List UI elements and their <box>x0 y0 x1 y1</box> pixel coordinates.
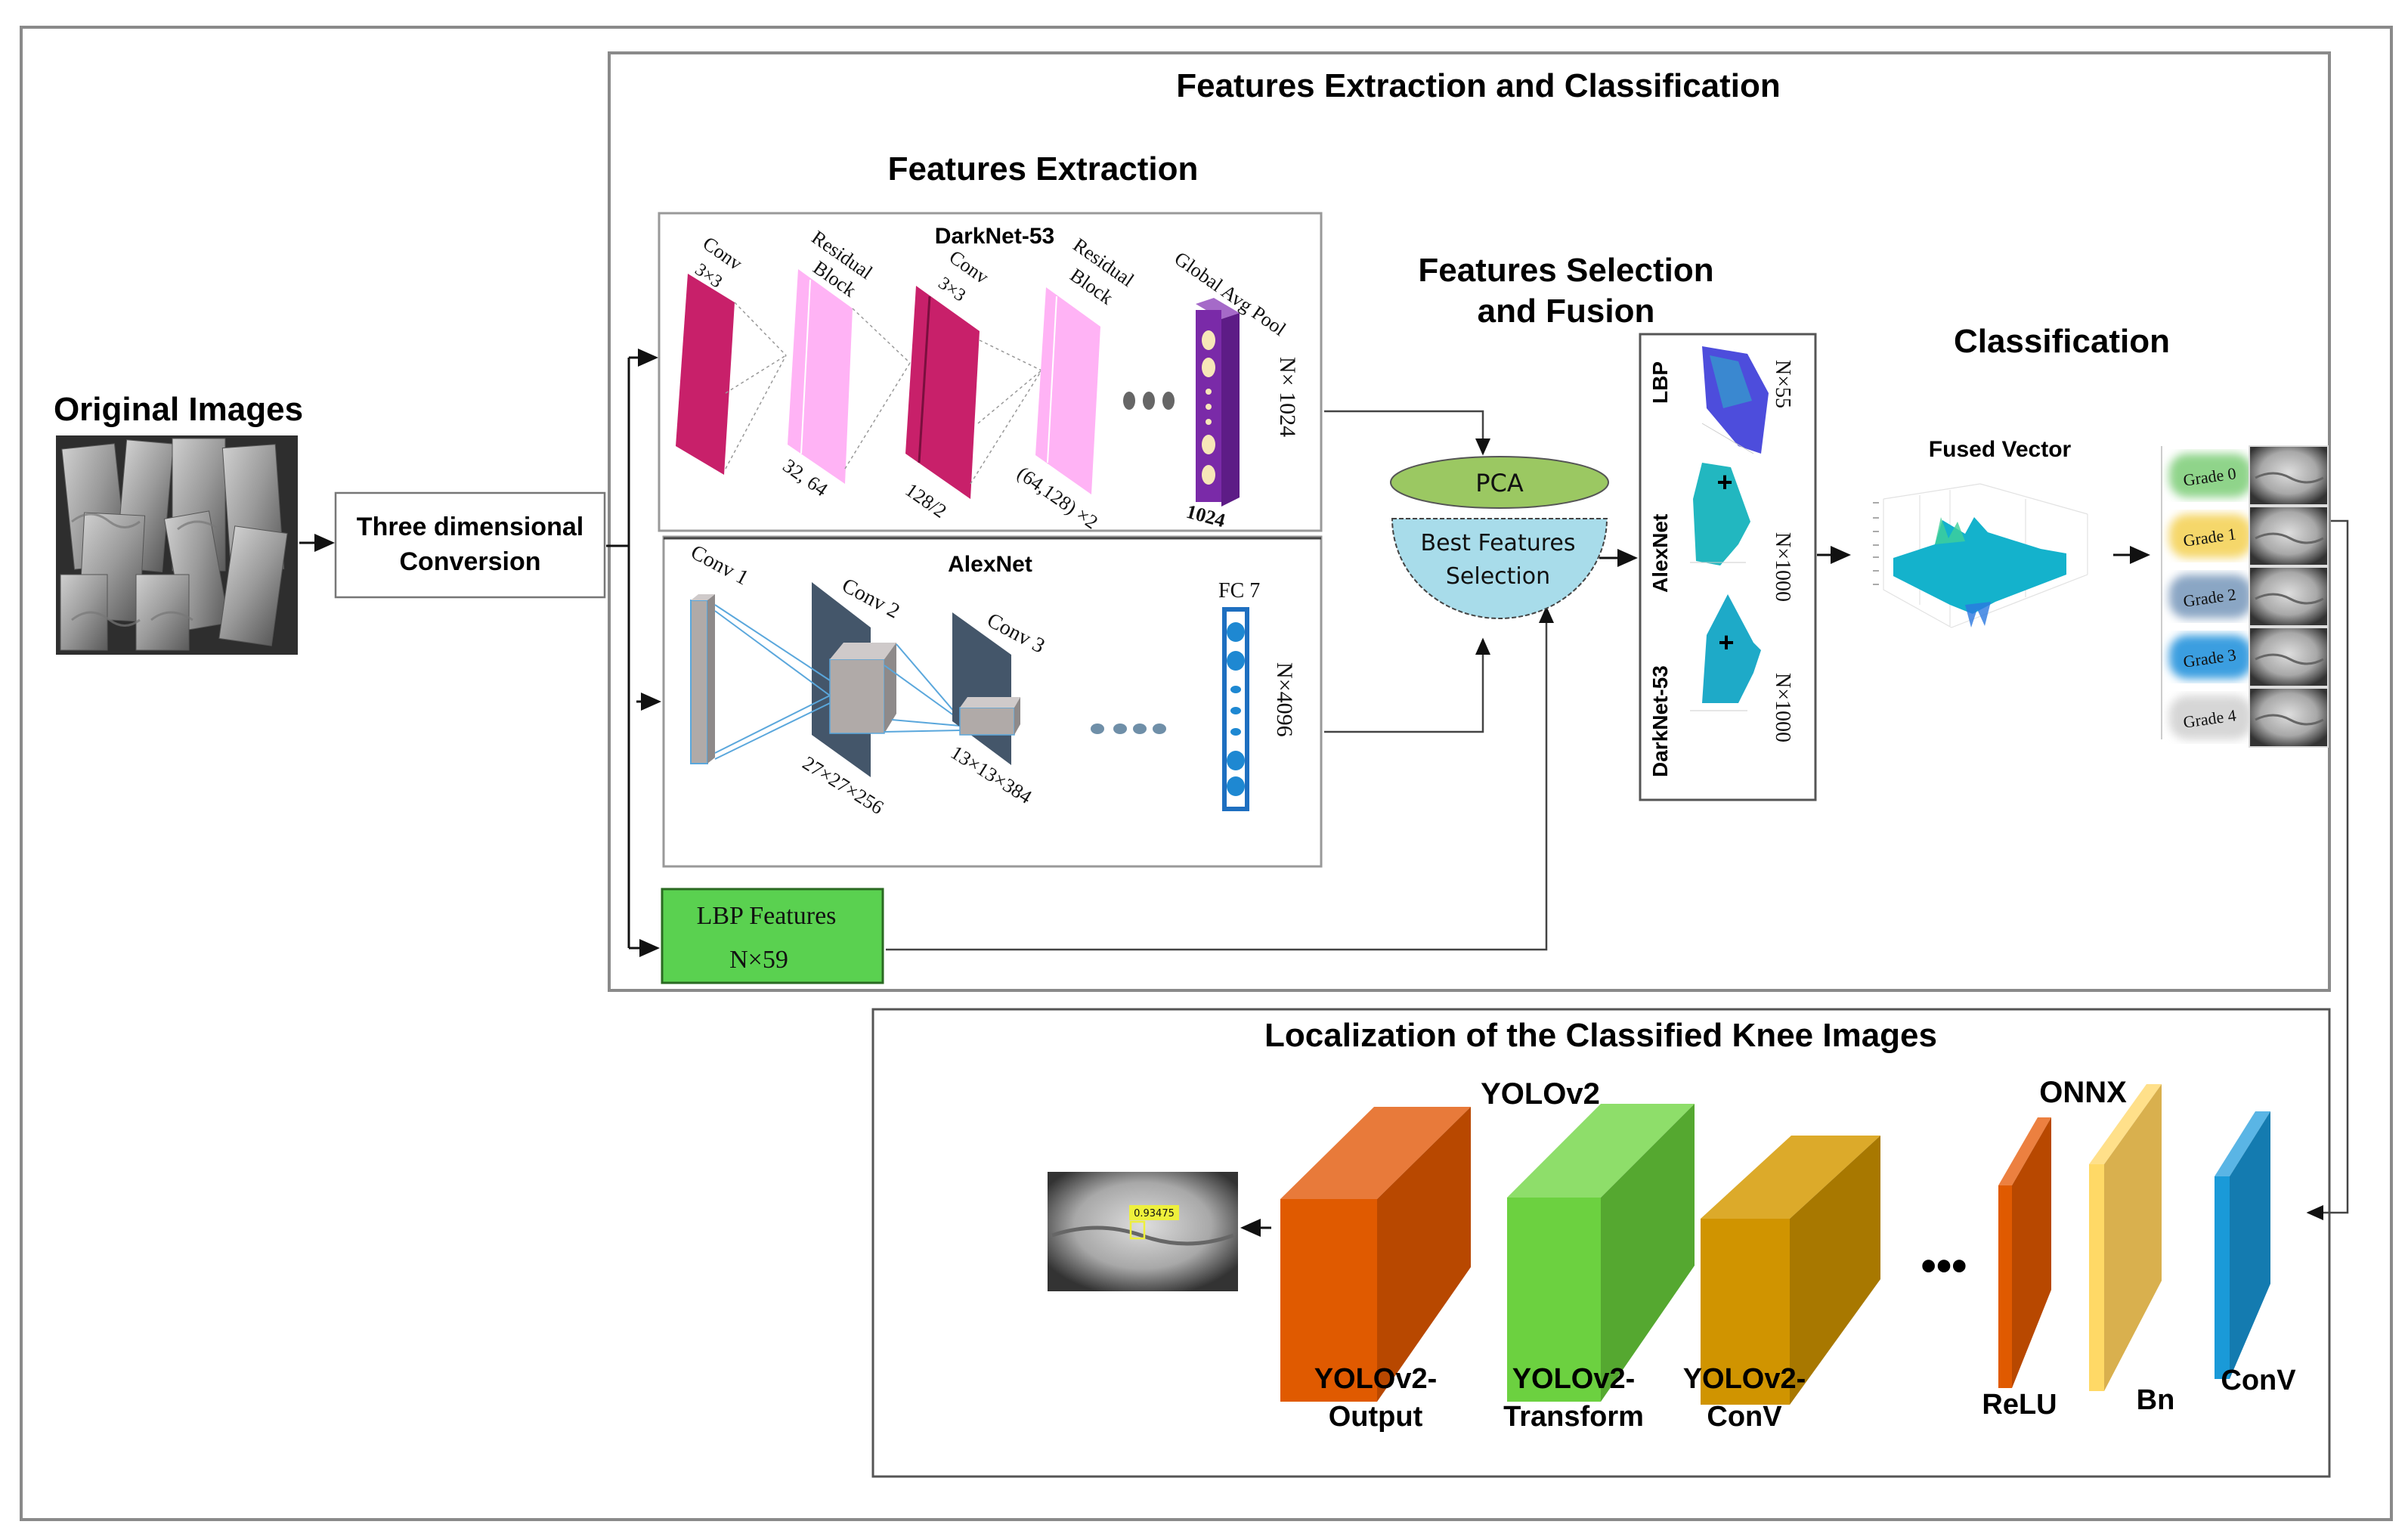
pca-label: PCA <box>1475 469 1524 497</box>
localization-ellipsis: ••• <box>1921 1241 1967 1291</box>
branch-connector <box>606 349 661 957</box>
darknet-residual1-layer <box>788 269 853 484</box>
grade-badge <box>2169 454 2252 497</box>
alexnet-ellipsis <box>1091 724 1166 734</box>
darknet-residual2-layer <box>1035 287 1100 494</box>
grade-knee-image <box>2249 627 2329 687</box>
yolo-block[interactable]: YOLOv2- Transform <box>1503 1104 1695 1433</box>
darknet-conv2-layer <box>905 286 980 499</box>
darknet-global-avg-pool <box>1196 298 1240 507</box>
grade-row: Grade 0 <box>2169 445 2329 506</box>
onnx-title: ONNX <box>2039 1076 2127 1109</box>
lbp-label-2: N×59 <box>729 946 788 974</box>
darknet-ellipsis <box>1123 392 1175 410</box>
grade-badge <box>2169 696 2252 739</box>
grade-row: Grade 1 <box>2169 506 2329 566</box>
grade-row: Grade 4 <box>2169 687 2329 748</box>
grade-row: Grade 2 <box>2169 566 2329 627</box>
fusion-box: LBP N×55 + AlexNet N×1000 + DarkNet-53 N… <box>1639 333 1817 801</box>
feature-extraction-classification-frame <box>608 51 2331 992</box>
detection-label-box <box>1129 1205 1179 1220</box>
main-title: Features Extraction and Classification <box>1176 67 1781 104</box>
fusion-plus-2: + <box>1718 627 1734 658</box>
yolo-block-label-1: YOLOv2- <box>1683 1363 1806 1395</box>
yolo-block[interactable]: YOLOv2- Output <box>1280 1107 1471 1433</box>
grade-badge <box>2169 514 2252 558</box>
localization-title: Localization of the Classified Knee Imag… <box>1264 1017 1937 1054</box>
darknet-conv1-layer <box>676 274 735 475</box>
fusion-alexnet-name: AlexNet <box>1648 514 1672 593</box>
alexnet-panel[interactable]: AlexNet Conv 1 Conv 2 27×27×256 Conv 3 1… <box>662 535 1323 868</box>
detection-bbox <box>1129 1220 1146 1240</box>
yolo-block-label-2: ConV <box>1707 1401 1782 1433</box>
grade-badge <box>2169 575 2252 618</box>
selection-fusion-title-1: Features Selection <box>1418 252 1713 289</box>
darknet-output-dim: N× 1024 <box>1275 357 1300 437</box>
yolo-block-label-1: YOLOv2- <box>1314 1363 1438 1395</box>
yolo-block-label-1: YOLOv2- <box>1512 1363 1636 1395</box>
yolo-block-label-2: Output <box>1329 1401 1423 1433</box>
onnx-layer[interactable]: Bn <box>2089 1084 2174 1416</box>
fusion-darknet-name: DarkNet-53 <box>1648 665 1672 777</box>
outer-frame <box>20 26 2393 1521</box>
conversion-label-2: Conversion <box>399 547 540 576</box>
onnx-layer-label: ReLU <box>1982 1389 2057 1421</box>
features-extraction-title: Features Extraction <box>888 150 1199 187</box>
yolo-block-label-2: Transform <box>1503 1401 1644 1433</box>
feature-connectors <box>886 410 1554 951</box>
darknet-title: DarkNet-53 <box>935 224 1054 249</box>
best-features-label-2: Selection <box>1446 563 1550 590</box>
detection-score: 0.93475 <box>1134 1208 1175 1219</box>
fusion-darknet-dim: N×1000 <box>1771 673 1794 742</box>
conversion-box[interactable] <box>334 491 606 599</box>
best-features-selection[interactable]: Best Features Selection <box>1391 518 1608 619</box>
alexnet-title: AlexNet <box>948 552 1032 577</box>
classification-to-localization-connector <box>2306 519 2349 1220</box>
grade-row: Grade 3 <box>2169 627 2329 687</box>
onnx-layer[interactable]: ConV <box>2215 1111 2296 1396</box>
onnx-layer[interactable]: ReLU <box>1982 1117 2057 1421</box>
localized-knee-image[interactable]: 0.93475 <box>1048 1172 1238 1291</box>
alexnet-conv1-slab <box>690 600 708 764</box>
grade-badge <box>2169 635 2252 679</box>
onnx-layer-label: ConV <box>2221 1365 2296 1396</box>
grade-knee-image <box>2249 506 2329 566</box>
original-images-collage <box>56 435 298 655</box>
pca-ellipse[interactable]: PCA <box>1390 456 1609 509</box>
fusion-lbp-name: LBP <box>1648 361 1672 404</box>
yolo-title: YOLOv2 <box>1481 1077 1600 1111</box>
onnx-layer-label: Bn <box>2137 1384 2175 1416</box>
alexnet-feature-plot <box>1690 463 1750 566</box>
fusion-lbp-dim: N×55 <box>1771 360 1794 408</box>
alexnet-fc7-label: FC 7 <box>1218 579 1260 603</box>
darknet-feature-plot <box>1690 594 1761 711</box>
fused-vector-plot <box>1873 483 2088 628</box>
classification-title: Classification <box>1954 323 2170 360</box>
darknet-panel[interactable]: DarkNet-53 Conv 3×3 Residual Block 32, 6… <box>658 212 1323 533</box>
fusion-plus-1: + <box>1716 466 1732 497</box>
lbp-feature-plot <box>1701 346 1769 454</box>
original-images-title: Original Images <box>54 391 303 428</box>
localization-frame <box>871 1008 2331 1478</box>
conversion-label-1: Three dimensional <box>357 513 583 541</box>
alexnet-output-dim: N×4096 <box>1272 662 1297 737</box>
lbp-features-box[interactable]: LBP Features N×59 <box>661 888 884 984</box>
selection-fusion-title-2: and Fusion <box>1478 293 1655 330</box>
alexnet-fc7-column <box>1222 607 1249 811</box>
best-features-label-1: Best Features <box>1421 530 1576 556</box>
fusion-alexnet-dim: N×1000 <box>1771 532 1794 602</box>
fused-vector-label: Fused Vector <box>1929 437 2072 462</box>
lbp-label-1: LBP Features <box>697 902 837 930</box>
yolo-block[interactable]: YOLOv2- ConV <box>1683 1136 1880 1433</box>
